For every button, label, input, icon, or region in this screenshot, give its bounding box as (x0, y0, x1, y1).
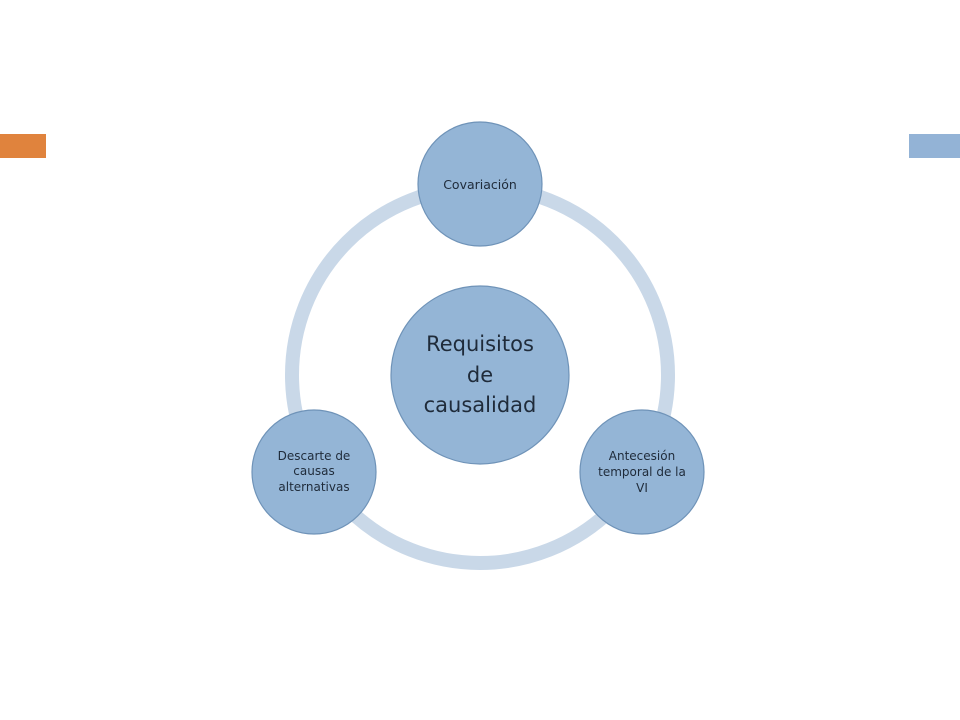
node-label-covariacion: Covariación (443, 176, 517, 192)
center-label: Requisitos de causalidad (390, 285, 570, 465)
center-label-line1: Requisitos (426, 332, 534, 357)
node-circle-antecesion (579, 409, 705, 535)
left-accent-bar (0, 134, 46, 158)
center-label-line2: de (466, 362, 494, 387)
node-label-antecesion: Antecesión temporal de la VI (598, 448, 686, 496)
node-circle-covariacion (417, 121, 543, 247)
node-circle-descarte (251, 409, 377, 535)
right-accent-bar (909, 134, 960, 158)
center-circle (390, 285, 570, 465)
center-label-line3: causalidad (423, 393, 537, 418)
node-label-descarte: Descarte de causas alternativas (277, 448, 351, 494)
